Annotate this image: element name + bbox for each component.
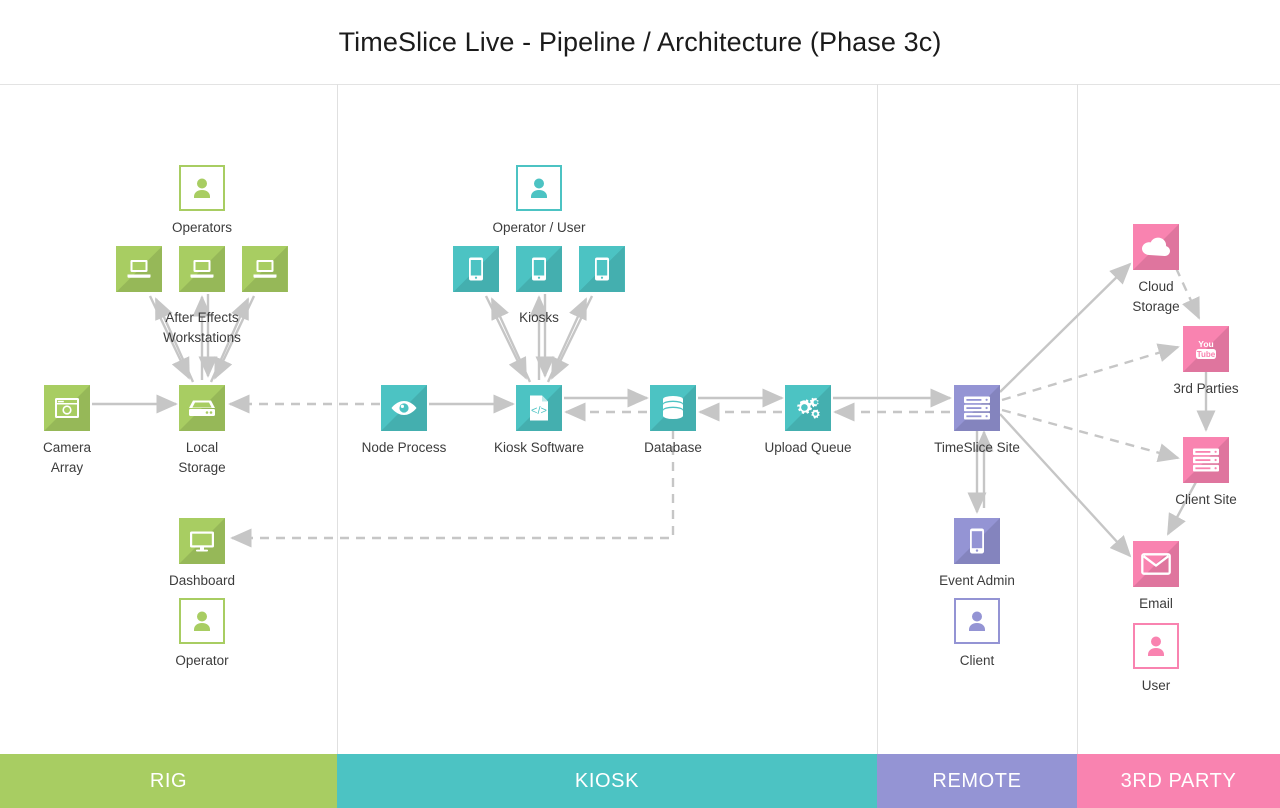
node-event-admin[interactable]: Event Admin	[912, 518, 1042, 591]
lane-legend: RIG KIOSK REMOTE 3RD PARTY	[0, 754, 1280, 808]
node-label: Operator / User	[492, 220, 586, 235]
server-icon	[954, 385, 1000, 431]
node-kiosk-software[interactable]: </> Kiosk Software	[474, 385, 604, 458]
user-icon	[954, 598, 1000, 644]
node-group-after-effects-workstations	[112, 246, 292, 292]
node-operator-user[interactable]: Operator / User	[474, 165, 604, 238]
youtube-icon: You Tube	[1183, 326, 1229, 372]
svg-text:You: You	[1198, 339, 1213, 349]
hdd-icon	[179, 385, 225, 431]
node-label: Dashboard	[168, 573, 236, 588]
camera-icon	[44, 385, 90, 431]
cloud-icon	[1133, 224, 1179, 270]
node-node-process[interactable]: Node Process	[339, 385, 469, 458]
eye-icon	[381, 385, 427, 431]
node-dashboard[interactable]: Dashboard	[137, 518, 267, 591]
node-label: User	[1141, 678, 1171, 693]
lane-label-third-party[interactable]: 3RD PARTY	[1077, 754, 1280, 808]
node-client-site[interactable]: Client Site	[1141, 437, 1271, 510]
node-group-kiosks	[449, 246, 629, 292]
svg-text:Tube: Tube	[1197, 350, 1216, 359]
node-label: Kiosk Software	[493, 440, 585, 455]
envelope-icon	[1133, 541, 1179, 587]
server-icon	[1183, 437, 1229, 483]
laptop-icon[interactable]	[116, 246, 163, 292]
user-icon	[1133, 623, 1179, 669]
user-icon	[179, 598, 225, 644]
node-label: 3rd Parties	[1173, 381, 1239, 396]
lane-divider-rig-kiosk	[337, 84, 338, 754]
lane-divider-remote-third	[1077, 84, 1078, 754]
node-third-parties[interactable]: You Tube 3rd Parties	[1141, 326, 1271, 399]
node-label: Client	[959, 653, 995, 668]
monitor-icon	[179, 518, 225, 564]
lane-label-kiosk[interactable]: KIOSK	[337, 754, 877, 808]
node-operators[interactable]: Operators	[137, 165, 267, 238]
node-database[interactable]: Database	[608, 385, 738, 458]
tablet-icon[interactable]	[578, 246, 625, 292]
node-email[interactable]: Email	[1091, 541, 1221, 614]
user-icon	[516, 165, 562, 211]
node-timeslice-site[interactable]: TimeSlice Site	[912, 385, 1042, 458]
code-file-icon: </>	[516, 385, 562, 431]
tablet-icon	[954, 518, 1000, 564]
node-label: Operators	[171, 220, 233, 235]
node-label: Node Process	[361, 440, 447, 455]
tablet-icon[interactable]	[453, 246, 500, 292]
node-label: Operator	[175, 653, 229, 668]
node-label: Event Admin	[939, 573, 1015, 588]
lane-divider-kiosk-remote	[877, 84, 878, 754]
node-group-label-kiosks: Kiosks	[519, 310, 559, 325]
node-label: Database	[644, 440, 702, 455]
node-client[interactable]: Client	[912, 598, 1042, 671]
node-user[interactable]: User	[1091, 623, 1221, 696]
page-title: TimeSlice Live - Pipeline / Architecture…	[338, 27, 942, 57]
svg-text:</>: </>	[531, 405, 547, 417]
lane-label-remote[interactable]: REMOTE	[877, 754, 1077, 808]
node-label: TimeSlice Site	[934, 440, 1020, 455]
node-upload-queue[interactable]: Upload Queue	[743, 385, 873, 458]
lane-label-rig[interactable]: RIG	[0, 754, 337, 808]
diagram-header: TimeSlice Live - Pipeline / Architecture…	[0, 0, 1280, 85]
node-label: Upload Queue	[764, 440, 852, 455]
node-label: Email	[1139, 596, 1173, 611]
database-icon	[650, 385, 696, 431]
user-icon	[179, 165, 225, 211]
tablet-icon[interactable]	[515, 246, 562, 292]
node-operator[interactable]: Operator	[137, 598, 267, 671]
laptop-icon[interactable]	[178, 246, 225, 292]
gears-icon	[785, 385, 831, 431]
node-label: Client Site	[1175, 492, 1237, 507]
laptop-icon[interactable]	[241, 246, 288, 292]
